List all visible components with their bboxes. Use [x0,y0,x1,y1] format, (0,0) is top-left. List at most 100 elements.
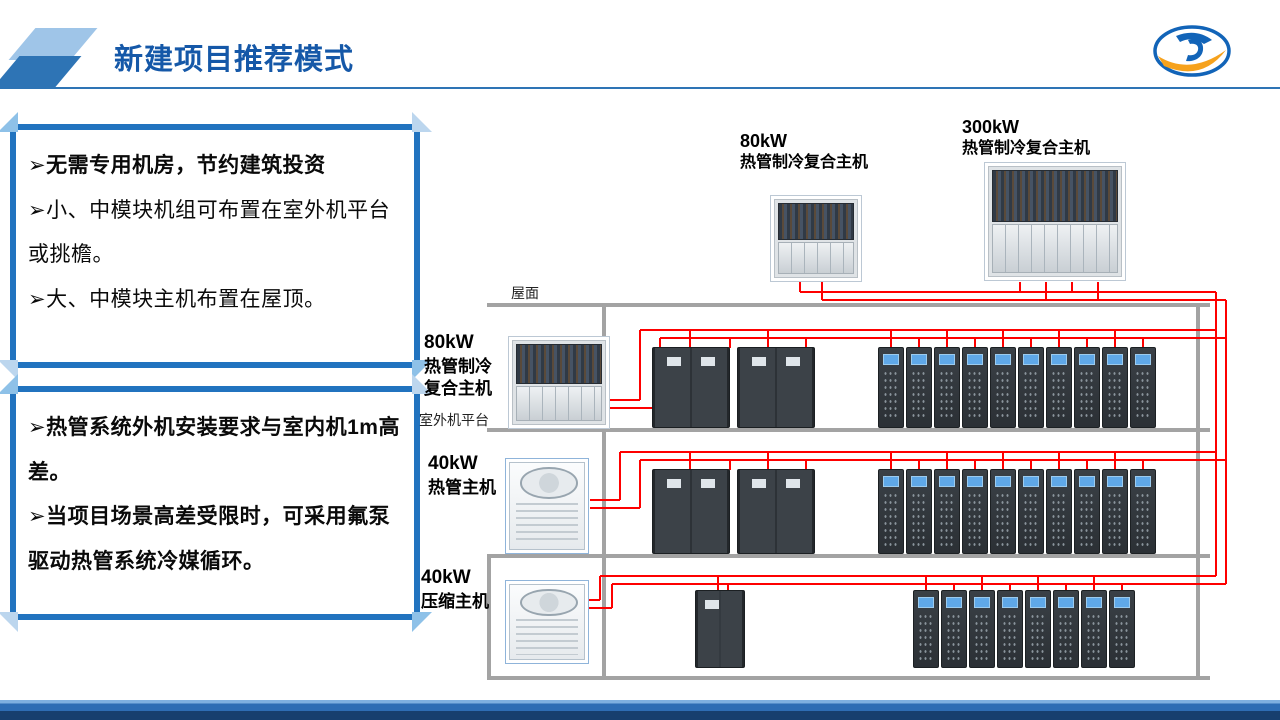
vrf-outdoor-unit-image [509,584,585,660]
building-platform-edge [487,554,491,680]
heat-pipe-unit-image [512,340,606,425]
condenser-coil [778,203,854,241]
floor3-wide-cabinet-row [695,590,745,668]
indoor-unit-cabinet [652,347,730,428]
indoor-unit-cabinet [652,469,730,554]
floor1-name-line1: 热管制冷 [424,356,492,376]
floor3-outdoor-unit-photo [505,580,589,664]
frame-corner-icon [0,612,18,632]
heat-pipe-unit-image [988,166,1122,277]
louver-panel [515,502,579,544]
header-decoration-dark [0,56,82,88]
rooftop-unit-large-power: 300kW [962,117,1020,137]
indoor-unit-cabinet [695,590,745,668]
condenser-coil [516,344,602,385]
platform-label: 室外机平台 [419,412,489,428]
indoor-unit-cabinet [1109,590,1135,668]
indoor-unit-cabinet [878,469,904,554]
floor2-crac-row [878,469,1156,554]
floor2-name: 热管主机 [428,477,496,497]
title-underline [0,87,1280,89]
floor1-outdoor-unit-photo [508,336,610,429]
frame-corner-icon [412,374,432,394]
floor3-name: 压缩主机 [421,591,489,611]
indoor-unit-cabinet [737,347,815,428]
indoor-unit-cabinet [934,469,960,554]
floor1-wide-cabinet-row [652,347,815,428]
info-box-siting: ➢无需专用机房，节约建筑投资 ➢小、中模块机组可布置在室外机平台或挑檐。 ➢大、… [0,112,432,380]
indoor-unit-cabinet [1074,469,1100,554]
indoor-unit-cabinet [997,590,1023,668]
fan-grille-icon [520,467,578,499]
rooftop-unit-small-label: 80kW 热管制冷复合主机 [740,130,868,174]
company-logo-icon [1153,25,1231,77]
bullet-item: ➢无需专用机房，节约建筑投资 [28,154,326,177]
frame-corner-icon [412,112,432,132]
indoor-unit-cabinet [1018,347,1044,428]
building-right-wall [1196,303,1200,680]
bullet-item: ➢当项目场景高差受限时，可采用氟泵驱动热管系统冷媒循环。 [28,505,391,573]
bullet-item: ➢大、中模块主机布置在屋顶。 [28,287,326,311]
footer-bar [0,700,1280,720]
floor1-name-line2: 复合主机 [424,378,492,398]
indoor-unit-cabinet [1025,590,1051,668]
indoor-unit-cabinet [906,347,932,428]
floor3-unit-label: 40kW 压缩主机 [421,566,489,613]
building-ground-line [487,676,1210,680]
indoor-unit-cabinet [878,347,904,428]
rooftop-unit-large-label: 300kW 热管制冷复合主机 [962,116,1090,160]
rooftop-unit-small-name: 热管制冷复合主机 [740,154,869,172]
fan-grille-icon [520,588,578,617]
building-floor2-line [487,554,1210,558]
bullet-item: ➢热管系统外机安装要求与室内机1m高差。 [28,416,400,484]
louver-panel [515,619,579,655]
indoor-unit-cabinet [1130,469,1156,554]
rooftop-unit-large-name: 热管制冷复合主机 [962,140,1091,158]
building-roof-line [487,303,1210,307]
indoor-unit-cabinet [1053,590,1079,668]
rooftop-unit-small-power: 80kW [740,131,788,151]
indoor-unit-cabinet [1046,347,1072,428]
indoor-unit-cabinet [1081,590,1107,668]
roof-label: 屋面 [511,285,539,301]
floor1-power: 80kW [424,332,474,353]
indoor-unit-cabinet [913,590,939,668]
floor2-wide-cabinet-row [652,469,815,554]
frame-corner-icon [412,612,432,632]
info-box-height-requirement: ➢热管系统外机安装要求与室内机1m高差。 ➢当项目场景高差受限时，可采用氟泵驱动… [0,374,432,632]
indoor-unit-cabinet [941,590,967,668]
floor3-crac-row [913,590,1135,668]
floor1-crac-row [878,347,1156,428]
indoor-unit-cabinet [1102,347,1128,428]
indoor-unit-cabinet [934,347,960,428]
rooftop-unit-large-photo [984,162,1126,281]
heat-pipe-unit-image [774,199,858,278]
page-title: 新建项目推荐模式 [114,44,355,76]
indoor-unit-cabinet [1130,347,1156,428]
floor3-power: 40kW [421,567,471,588]
frame-corner-icon [0,112,18,132]
indoor-unit-cabinet [1102,469,1128,554]
indoor-unit-cabinet [1018,469,1044,554]
floor1-unit-label: 80kW 热管制冷 复合主机 [424,331,492,400]
floor2-power: 40kW [428,453,478,474]
unit-base [516,386,602,421]
indoor-unit-cabinet [906,469,932,554]
indoor-unit-cabinet [737,469,815,554]
indoor-unit-cabinet [990,347,1016,428]
vrf-outdoor-unit-image [509,462,585,550]
indoor-unit-cabinet [962,347,988,428]
indoor-unit-cabinet [990,469,1016,554]
condenser-coil [992,170,1118,223]
indoor-unit-cabinet [962,469,988,554]
bullet-item: ➢小、中模块机组可布置在室外机平台或挑檐。 [28,198,391,267]
unit-base [992,224,1118,273]
unit-base [778,242,854,274]
rooftop-unit-small-photo [770,195,862,282]
floor2-outdoor-unit-photo [505,458,589,554]
indoor-unit-cabinet [1074,347,1100,428]
indoor-unit-cabinet [1046,469,1072,554]
floor2-unit-label: 40kW 热管主机 [428,452,496,499]
frame-corner-icon [0,374,18,394]
